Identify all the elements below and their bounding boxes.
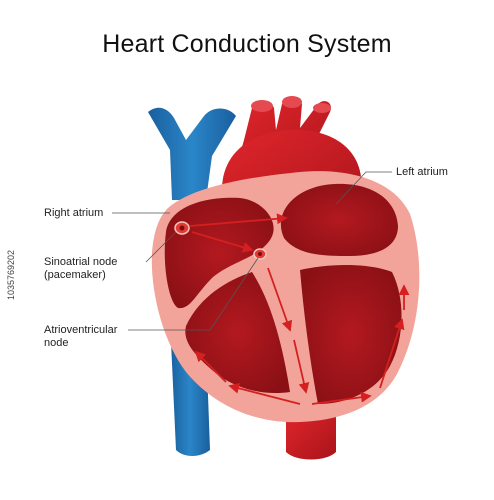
label-right-atrium: Right atrium xyxy=(44,207,104,219)
conduction-arrows xyxy=(189,213,410,405)
descending-aorta xyxy=(286,410,336,460)
atrioventricular-node xyxy=(253,248,267,260)
diagram-title: Heart Conduction System xyxy=(102,30,392,58)
left-ventricle-chamber xyxy=(300,265,402,404)
right-ventricle-chamber xyxy=(185,272,290,394)
septum xyxy=(262,262,312,404)
sinoatrial-node xyxy=(174,221,190,235)
leader-lines xyxy=(112,171,392,331)
label-sinoatrial-node: Sinoatrial node (pacemaker) xyxy=(44,256,118,281)
label-atrioventricular-node: Atrioventricular node xyxy=(44,324,118,349)
label-left-atrium: Left atrium xyxy=(396,166,448,178)
superior-vena-cava xyxy=(148,107,236,200)
stock-id-watermark: 1035769202 xyxy=(6,249,16,300)
left-atrium-chamber xyxy=(280,183,398,256)
